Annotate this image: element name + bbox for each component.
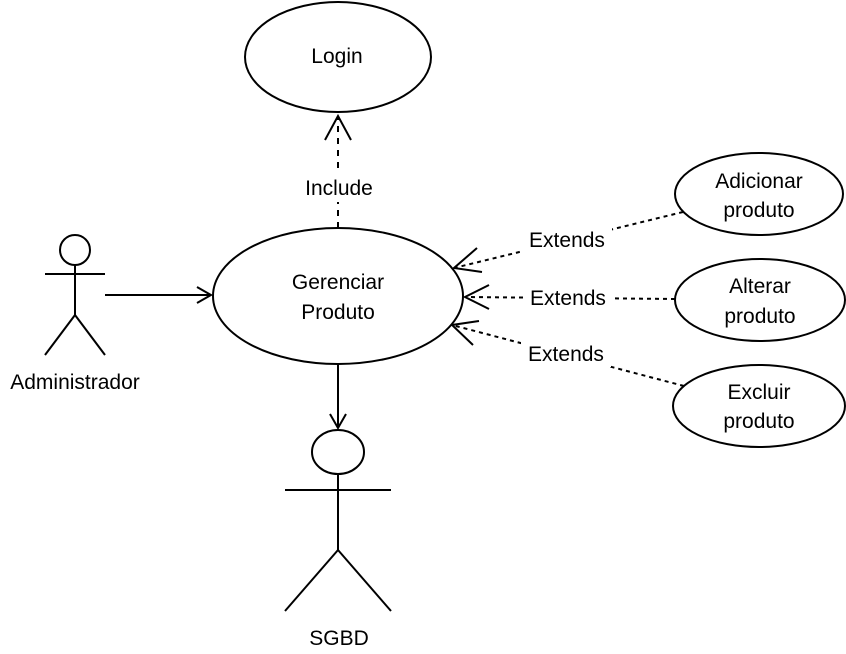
- extends-relation-alterar: Extends: [462, 284, 676, 311]
- use-case-login[interactable]: Login: [244, 1, 432, 113]
- use-case-excluir-produto[interactable]: Excluir produto: [672, 364, 846, 448]
- association-administrador-gerenciar: [105, 286, 214, 304]
- use-case-adicionar-produto[interactable]: Adicionar produto: [674, 152, 844, 236]
- extends-label-adicionar: Extends: [529, 229, 605, 252]
- include-relation: Include: [298, 113, 380, 228]
- alterar-label-line2: produto: [724, 305, 795, 328]
- association-gerenciar-sgbd: [329, 364, 347, 431]
- extends-label-excluir: Extends: [528, 343, 604, 366]
- gerenciar-label-line1: Gerenciar: [292, 271, 384, 294]
- stick-figure-icon: [284, 429, 392, 612]
- adicionar-label-line1: Adicionar: [715, 170, 803, 193]
- excluir-label-line2: produto: [723, 410, 794, 433]
- extends-label-alterar: Extends: [530, 287, 606, 310]
- gerenciar-label-line2: Produto: [301, 301, 375, 324]
- actor-sgbd[interactable]: SGBD: [284, 429, 392, 650]
- stick-figure-icon: [44, 234, 106, 356]
- actor-administrador[interactable]: Administrador: [10, 234, 140, 394]
- use-case-gerenciar-produto[interactable]: Gerenciar Produto: [212, 227, 464, 365]
- sgbd-label: SGBD: [309, 627, 369, 650]
- login-label: Login: [311, 45, 362, 68]
- extends-relation-adicionar: Extends: [451, 211, 684, 273]
- alterar-label-line1: Alterar: [729, 275, 791, 298]
- adicionar-label-line2: produto: [723, 199, 794, 222]
- use-case-alterar-produto[interactable]: Alterar produto: [674, 258, 846, 342]
- include-label: Include: [305, 177, 373, 200]
- administrador-label: Administrador: [10, 371, 140, 394]
- extends-relation-excluir: Extends: [449, 320, 685, 387]
- excluir-label-line1: Excluir: [727, 381, 790, 404]
